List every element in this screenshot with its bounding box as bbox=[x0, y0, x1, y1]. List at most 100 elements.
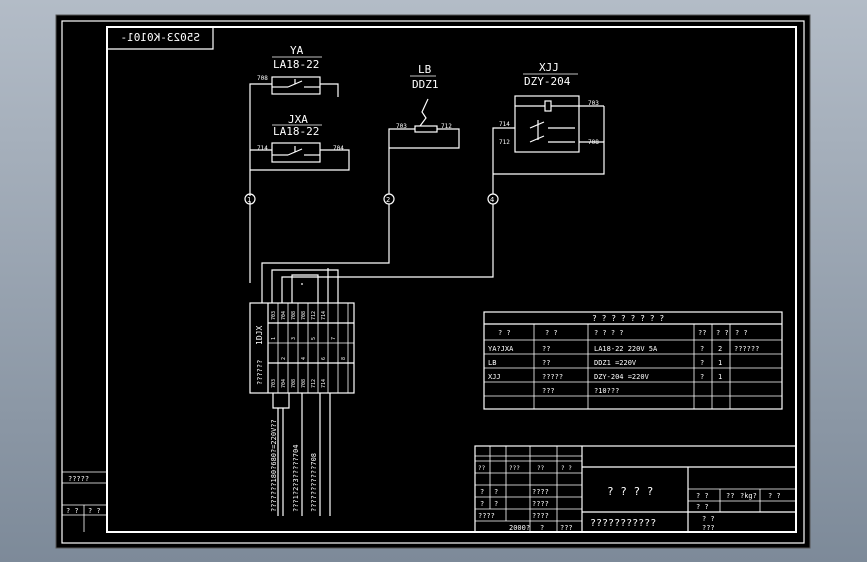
terminal-top-label: 712 bbox=[311, 311, 317, 320]
terminal-mid-label: 4 bbox=[301, 357, 307, 360]
outgoing-cables: ???????180?680?=220V?? ???1?2?3?????704 … bbox=[270, 393, 331, 516]
switch-jxa: JXA LA18-22 bbox=[271, 113, 322, 163]
ya-model: LA18-22 bbox=[273, 58, 319, 71]
wire-risers bbox=[271, 268, 339, 285]
terminal-top-label: 708 bbox=[291, 311, 297, 320]
sheet-header-1: ? ? bbox=[696, 492, 709, 500]
rev-header-1: ?? bbox=[478, 465, 486, 472]
terminal-mid-label: 2 bbox=[281, 357, 287, 360]
terminal-mid-label: 6 bbox=[321, 357, 327, 360]
wire-no-712-xjj: 712 bbox=[499, 139, 510, 146]
parts-table: ? ? ? ? ? ? ? ? ? ?? ?? ? ? ???? ?? ? YA… bbox=[483, 311, 783, 410]
wire-no-708-ya: 708 bbox=[257, 75, 268, 82]
parts-table-header: ? ? ? ? bbox=[594, 329, 624, 337]
parts-table-cell: ????? bbox=[542, 373, 563, 381]
lb-ref: LB bbox=[418, 63, 432, 76]
terminal-top-label: 704 bbox=[281, 311, 287, 320]
wire-no-704-jxa: 704 bbox=[333, 145, 344, 152]
cable-label-1: ???????180?680?=220V?? bbox=[270, 419, 278, 512]
parts-table-cell: ??? bbox=[542, 387, 555, 395]
node-1 bbox=[244, 193, 256, 205]
rev-header-3: ?? bbox=[537, 465, 545, 472]
parts-table-cell: ?? bbox=[542, 345, 550, 353]
tb-row2-b: ? bbox=[494, 500, 498, 508]
inner-frame bbox=[106, 26, 797, 533]
lb-model: DDZ1 bbox=[412, 78, 439, 91]
terminal-mid-label: 3 bbox=[291, 337, 297, 340]
node-1-label: 1 bbox=[247, 196, 251, 204]
parts-table-cell: ? bbox=[700, 345, 704, 353]
cable-label-2: ???1?2?3?????704 bbox=[292, 445, 300, 512]
parts-table-cell: ?????? bbox=[734, 345, 759, 353]
parts-table-cell: ?? bbox=[542, 359, 550, 367]
wire-no-714-jxa: 714 bbox=[257, 145, 268, 152]
tb-date: 2000? bbox=[509, 524, 530, 532]
terminal-mid-label: 5 bbox=[311, 337, 317, 340]
sheet-header-2: ?? bbox=[726, 492, 734, 500]
terminal-mid-label: 8 bbox=[341, 357, 347, 360]
node-2 bbox=[383, 193, 395, 205]
sheet-header-4: ? ? bbox=[768, 492, 781, 500]
tb-row3-c: ???? bbox=[532, 512, 549, 520]
terminal-bottom-label: 708 bbox=[301, 379, 307, 388]
wire-no-712-lb: 712 bbox=[441, 123, 452, 130]
sheet-value-1: ? ? bbox=[696, 503, 709, 511]
relay-xjj: XJJ DZY-204 703 714 712 708 bbox=[281, 61, 605, 283]
tb-row1-c: ???? bbox=[532, 488, 549, 496]
drawing-title: ??????????? bbox=[590, 518, 656, 529]
jxa-ref: JXA bbox=[288, 113, 308, 126]
node-2-label: 2 bbox=[386, 196, 390, 204]
tb-row3-a: ???? bbox=[478, 512, 495, 520]
tb-row2-a: ? bbox=[480, 500, 484, 508]
wire-no-714-xjj: 714 bbox=[499, 121, 510, 128]
parts-table-cell: ? bbox=[700, 373, 704, 381]
tb-row1-a: ? bbox=[480, 488, 484, 496]
drawing-canvas bbox=[55, 14, 811, 549]
parts-table-cell: ? bbox=[700, 359, 704, 367]
xjj-model: DZY-204 bbox=[524, 75, 571, 88]
parts-table-cell: 1 bbox=[718, 359, 722, 367]
node-4 bbox=[487, 193, 499, 205]
parts-table-header: ? ? bbox=[716, 329, 729, 337]
drawing-number: S5023-K0101- bbox=[121, 31, 200, 44]
node-4-label: 4 bbox=[490, 196, 494, 204]
parts-table-header: ? ? bbox=[498, 329, 511, 337]
parts-table-cell: 1 bbox=[718, 373, 722, 381]
parts-table-header: ?? bbox=[698, 329, 706, 337]
drawing-number-box: S5023-K0101- bbox=[107, 27, 214, 50]
parts-table-cell: LB bbox=[488, 359, 496, 367]
wires-left-branch bbox=[249, 83, 350, 283]
parts-table-cell: LA18-22 220V 5A bbox=[594, 345, 658, 353]
wire-no-703-xjj: 703 bbox=[588, 100, 599, 107]
terminal-mid-label: 7 bbox=[331, 337, 337, 340]
terminal-mid-label: 1 bbox=[271, 337, 277, 340]
parts-table-cell: ?10??? bbox=[594, 387, 619, 395]
terminal-bottom-label: 708 bbox=[291, 379, 297, 388]
tb-date-b: ? bbox=[540, 524, 544, 532]
terminal-top-label: 714 bbox=[321, 311, 327, 320]
relay-lb: LB DDZ1 703 712 bbox=[261, 63, 460, 283]
parts-table-title: ? ? ? ? ? ? ? ? bbox=[592, 314, 664, 323]
terminal-block-name: 1DJX bbox=[255, 326, 264, 345]
company: ? ? bbox=[702, 515, 715, 523]
terminal-top-label: 708 bbox=[301, 311, 307, 320]
parts-table-cell: XJJ bbox=[488, 373, 501, 381]
tb-date-c: ??? bbox=[560, 524, 573, 532]
parts-table-cell: DZY-204 =220V bbox=[594, 373, 650, 381]
side-label-bottom-b: ? ? bbox=[88, 507, 101, 515]
terminal-top-label: 703 bbox=[271, 311, 277, 320]
parts-table-header: ? ? bbox=[735, 329, 748, 337]
left-strip: ????? ? ? ? ? bbox=[62, 471, 107, 532]
tb-row1-b: ? bbox=[494, 488, 498, 496]
side-label-bottom-a: ? ? bbox=[66, 507, 79, 515]
parts-table-header: ? ? bbox=[545, 329, 558, 337]
terminal-bottom-label: 712 bbox=[311, 379, 317, 388]
title-block: ?? ??? ?? ? ? ? ? ???? ? ? ???? ???? ???… bbox=[474, 445, 797, 533]
parts-table-cell: DDZ1 =220V bbox=[594, 359, 637, 367]
sheet-header-3: ?kg? bbox=[740, 492, 757, 500]
parts-table-cell: YA?JXA bbox=[488, 345, 514, 353]
tb-title: ? ? ? ? bbox=[607, 485, 653, 498]
jxa-model: LA18-22 bbox=[273, 125, 319, 138]
side-label-top: ????? bbox=[68, 475, 89, 483]
